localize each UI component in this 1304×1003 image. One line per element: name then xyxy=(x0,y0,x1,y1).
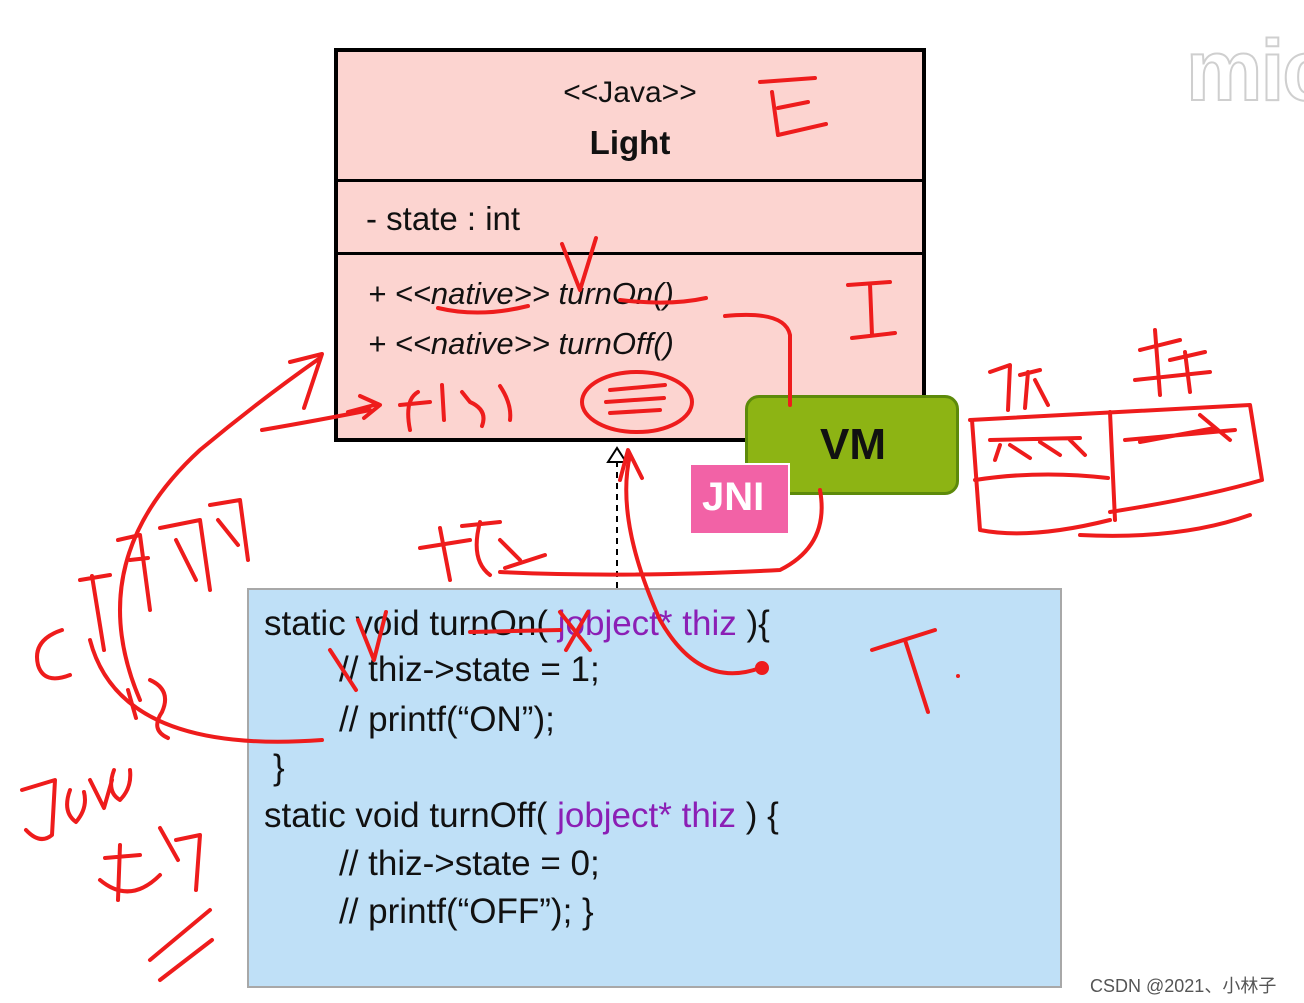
annot-curve-arrow xyxy=(118,356,322,702)
annot-table-middle xyxy=(1108,410,1117,522)
code-line-3: // printf(“ON”); xyxy=(339,700,555,739)
code-block: static void turnOn( jobject* thiz ){ // … xyxy=(247,588,1062,988)
jni-label: JNI xyxy=(702,475,765,519)
annot-cjk-scribble-top-code xyxy=(418,520,547,582)
uml-stereotype: <<Java>> xyxy=(563,76,697,109)
brand-watermark: mic xyxy=(1185,22,1304,120)
annot-slash-comment xyxy=(328,648,358,692)
annot-equals-lines xyxy=(604,383,667,415)
annot-f-scribble xyxy=(398,383,513,432)
annot-table-bottom xyxy=(1078,513,1252,538)
jni-box xyxy=(689,463,790,535)
annot-underline-code-turnon xyxy=(468,628,562,634)
annot-straight-stroke xyxy=(260,408,372,432)
annot-java-scribble xyxy=(20,768,133,841)
annot-check-void xyxy=(356,610,388,662)
annot-period xyxy=(956,674,960,678)
annot-underline-native xyxy=(436,304,530,315)
annot-double-slash xyxy=(148,908,214,982)
uml-operation-turnoff: + <<native>> turnOff() xyxy=(368,326,674,361)
annot-table-cell-scribble xyxy=(988,436,1087,462)
annot-arrowhead-up xyxy=(618,448,644,482)
uml-divider-1 xyxy=(338,179,922,182)
annot-x-mark xyxy=(558,610,592,652)
annot-cjk-scribble-left xyxy=(78,498,250,652)
annot-underline-turnon xyxy=(618,296,708,305)
uml-operation-turnon: + <<native>> turnOn() xyxy=(368,276,674,311)
annot-cjk-above-table-2 xyxy=(1133,328,1212,397)
annot-table-row xyxy=(973,472,1110,482)
annot-circle xyxy=(580,370,694,434)
annot-small-arrow xyxy=(346,394,382,420)
annot-dot xyxy=(755,661,769,675)
annot-cjk-scribble-bottom xyxy=(98,826,202,902)
annot-table-top xyxy=(968,403,1264,514)
code-line-6: // thiz->state = 0; xyxy=(339,844,600,883)
uml-attribute: - state : int xyxy=(366,200,521,237)
annot-check-turnon xyxy=(560,236,598,292)
annot-glyph-t xyxy=(870,628,937,714)
annot-curve-to-code xyxy=(88,638,324,744)
annot-line-to-vm xyxy=(723,312,792,407)
annot-table-left xyxy=(970,418,1112,536)
csdn-credit: CSDN @2021、小林子 xyxy=(1090,976,1277,996)
connector-arrowhead xyxy=(606,446,628,463)
annot-curve-code-to-class xyxy=(624,453,762,676)
code-line-7: // printf(“OFF”); } xyxy=(339,892,594,931)
code-line-2: // thiz->state = 1; xyxy=(339,650,600,689)
uml-divider-2 xyxy=(338,252,922,255)
annot-is-scribble xyxy=(126,678,170,740)
annot-glyph-e xyxy=(758,76,828,137)
annot-jni-loop xyxy=(498,488,824,577)
code-line-4: } xyxy=(273,748,285,787)
annot-table-cell-scribble-2 xyxy=(1123,413,1237,444)
code-line-5: static void turnOff( jobject* thiz ) { xyxy=(264,796,779,835)
annot-glyph-i xyxy=(846,280,897,340)
uml-class-name: Light xyxy=(589,124,671,161)
uml-class-box: <<Java>> Light - state : int + <<native>… xyxy=(334,48,926,442)
annot-cjk-above-table-1 xyxy=(988,363,1050,412)
annot-glyph-c xyxy=(35,628,72,681)
annot-curve-arrowhead xyxy=(288,352,324,410)
vm-label: VM xyxy=(820,420,886,469)
